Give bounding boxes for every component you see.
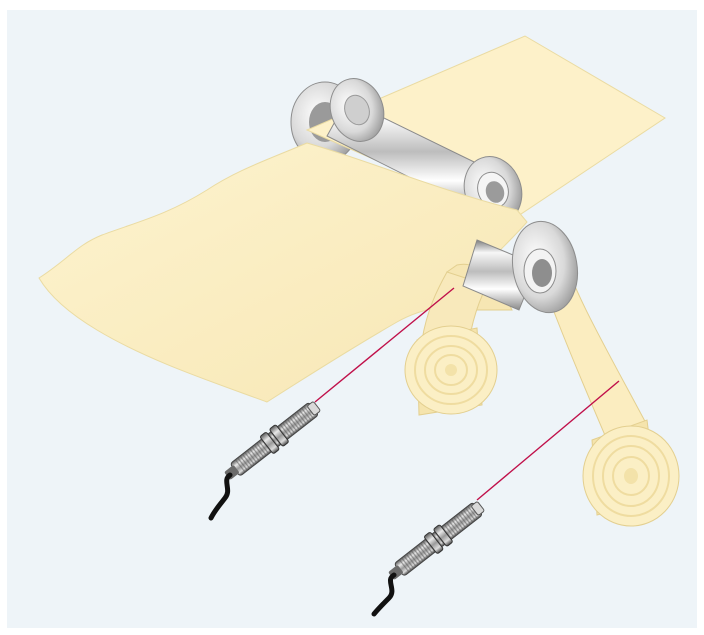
film-web-sensor-diagram (7, 10, 697, 628)
laser-sensor-left (220, 397, 323, 485)
sensor-cable-right (374, 575, 394, 614)
laser-sensor-right (384, 497, 487, 585)
diagram-canvas (7, 10, 697, 628)
sensor-cable-left (211, 475, 230, 518)
winding-roll-left (405, 326, 497, 415)
winding-roll-right (583, 420, 679, 526)
